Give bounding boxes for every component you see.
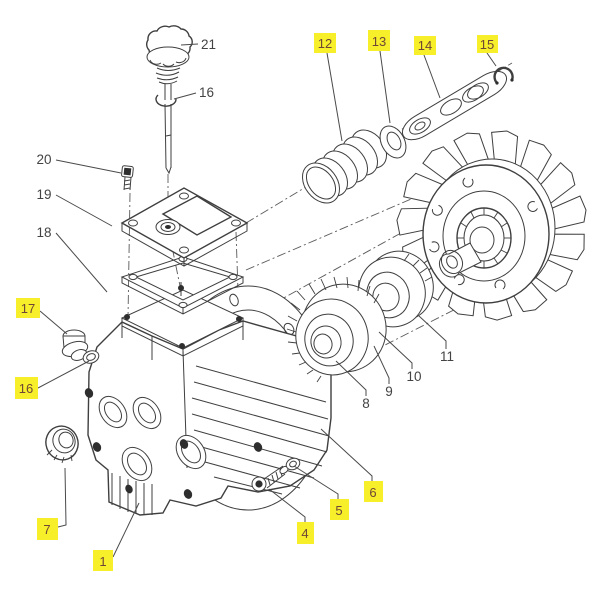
svg-text:14: 14	[418, 38, 432, 53]
callout-19[interactable]: 19	[36, 187, 51, 202]
part-plug	[61, 329, 89, 361]
svg-text:15: 15	[480, 37, 494, 52]
callout-8[interactable]: 8	[362, 396, 370, 411]
plain-callouts: 21 16 20 19 18 8 9 10 11	[36, 37, 454, 411]
part-pin	[401, 70, 508, 141]
svg-text:4: 4	[301, 526, 308, 541]
part-cover	[120, 187, 249, 267]
callout-17[interactable]: 17	[16, 298, 40, 318]
svg-text:13: 13	[372, 34, 386, 49]
callout-15[interactable]: 15	[477, 35, 498, 53]
svg-text:12: 12	[318, 36, 332, 51]
callout-11[interactable]: 11	[440, 349, 454, 364]
callout-13[interactable]: 13	[368, 30, 390, 51]
part-flywheel	[393, 126, 591, 323]
part-oil-cap	[146, 25, 193, 85]
callout-6[interactable]: 6	[364, 481, 383, 502]
part-washer-13	[379, 125, 407, 159]
callout-16-left[interactable]: 16	[15, 377, 38, 399]
part-screw-4	[251, 465, 289, 492]
leader-lines	[37, 43, 497, 558]
part-bearing	[286, 276, 387, 383]
svg-text:7: 7	[43, 522, 50, 537]
callout-18[interactable]: 18	[36, 225, 51, 240]
callout-16-top[interactable]: 16	[199, 85, 214, 100]
part-snap-ring	[493, 66, 514, 85]
part-crankcase	[84, 282, 332, 516]
part-oil-seal	[45, 425, 79, 464]
callout-1[interactable]: 1	[93, 550, 113, 571]
svg-text:16: 16	[19, 381, 33, 396]
part-screw-20	[121, 165, 134, 191]
svg-text:1: 1	[99, 554, 106, 569]
callout-12[interactable]: 12	[314, 33, 336, 53]
svg-text:6: 6	[369, 485, 376, 500]
part-washer-5	[285, 457, 301, 471]
svg-text:17: 17	[21, 301, 35, 316]
callout-14[interactable]: 14	[414, 36, 436, 55]
callout-5[interactable]: 5	[330, 499, 349, 520]
part-washer-16	[82, 350, 100, 364]
callout-10[interactable]: 10	[406, 369, 421, 384]
callout-21[interactable]: 21	[201, 37, 216, 52]
callout-4[interactable]: 4	[297, 522, 314, 544]
callout-7[interactable]: 7	[37, 518, 58, 540]
part-gasket	[120, 255, 245, 315]
svg-text:5: 5	[335, 503, 342, 518]
callout-20[interactable]: 20	[36, 152, 51, 167]
part-dipstick	[155, 84, 177, 175]
callout-9[interactable]: 9	[385, 384, 393, 399]
highlighted-callouts: 12 13 14 15 17 16 7 1	[15, 30, 498, 571]
part-spring	[301, 129, 388, 204]
